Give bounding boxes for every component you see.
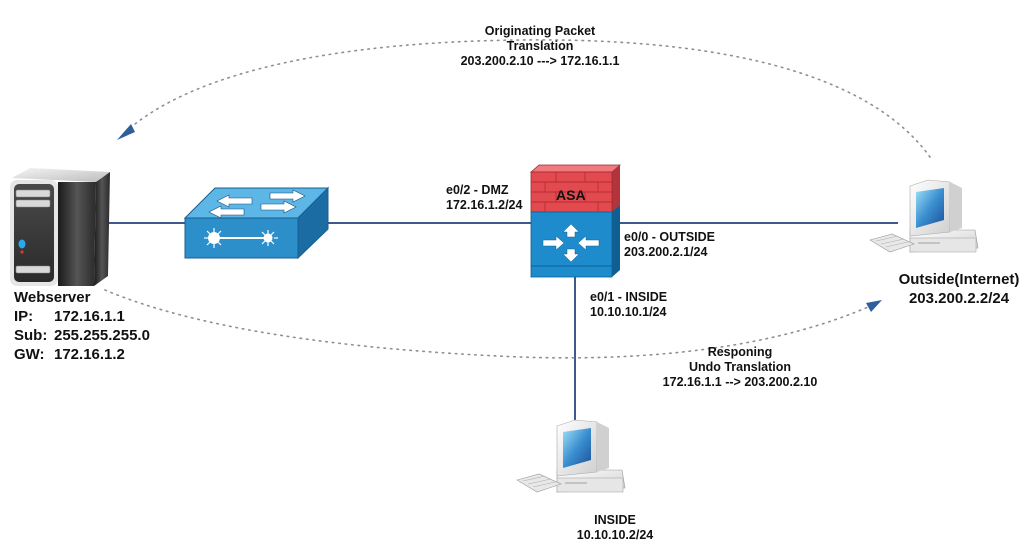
pc-icon[interactable]: [869, 179, 979, 253]
arrow-head-icon: [866, 300, 882, 312]
originating-line1: Originating Packet: [484, 24, 596, 38]
webserver-ip: IP: 172.16.1.1: [14, 307, 150, 326]
webserver-name: Webserver: [14, 289, 91, 306]
dmz-interface-ip: 172.16.1.2/24: [446, 198, 523, 212]
outside-interface-ip: 203.200.2.1/24: [624, 245, 708, 259]
flow-arcs: [104, 39, 931, 359]
webserver-gateway: GW: 172.16.1.2: [14, 345, 150, 364]
originating-flow-label: Originating Packet Translation 203.200.2…: [430, 24, 650, 69]
outside-interface-label: e0/0 - OUTSIDE 203.200.2.1/24: [624, 230, 715, 260]
originating-line3: 203.200.2.10 ---> 172.16.1.1: [460, 54, 620, 68]
arrow-head-icon: [117, 124, 135, 140]
originating-flow-arc: [129, 39, 931, 158]
inside-pc-label: INSIDE 10.10.10.2/24: [560, 513, 670, 543]
inside-interface-label: e0/1 - INSIDE 10.10.10.1/24: [590, 290, 667, 320]
gateway-key: GW:: [14, 346, 45, 363]
responding-line3: 172.16.1.1 --> 203.200.2.10: [662, 375, 818, 389]
webserver-label: Webserver IP: 172.16.1.1 Sub: 255.255.25…: [14, 288, 150, 364]
responding-line1: Responing: [707, 345, 773, 359]
outside-interface-name: e0/0 - OUTSIDE: [624, 230, 715, 244]
inside-interface-ip: 10.10.10.1/24: [590, 305, 667, 319]
gateway-value: 172.16.1.2: [54, 346, 125, 363]
outside-pc-label: Outside(Internet) 203.200.2.2/24: [888, 270, 1030, 308]
switch-icon[interactable]: [183, 186, 330, 260]
firewall-icon[interactable]: [529, 164, 622, 278]
responding-flow-arc: [104, 289, 869, 359]
dmz-interface-name: e0/2 - DMZ: [446, 183, 509, 197]
dmz-interface-label: e0/2 - DMZ 172.16.1.2/24: [446, 183, 522, 213]
inside-pc-ip: 10.10.10.2/24: [576, 528, 654, 542]
ip-key: IP:: [14, 308, 34, 325]
links: [108, 222, 898, 428]
originating-line2: Translation: [506, 39, 574, 53]
ip-value: 172.16.1.1: [54, 308, 125, 325]
inside-interface-name: e0/1 - INSIDE: [590, 290, 668, 304]
responding-line2: Undo Translation: [688, 360, 792, 374]
responding-flow-label: Responing Undo Translation 172.16.1.1 --…: [640, 345, 840, 390]
outside-pc-ip: 203.200.2.2/24: [908, 290, 1010, 307]
asa-label: ASA: [556, 187, 586, 203]
webserver-subnet: Sub: 255.255.255.0: [14, 326, 150, 345]
server-icon[interactable]: [10, 168, 110, 286]
subnet-value: 255.255.255.0: [54, 327, 150, 344]
subnet-key: Sub:: [14, 327, 48, 344]
inside-pc-name: INSIDE: [594, 513, 636, 527]
outside-pc-name: Outside(Internet): [898, 271, 1020, 288]
pc-icon[interactable]: [516, 419, 626, 493]
